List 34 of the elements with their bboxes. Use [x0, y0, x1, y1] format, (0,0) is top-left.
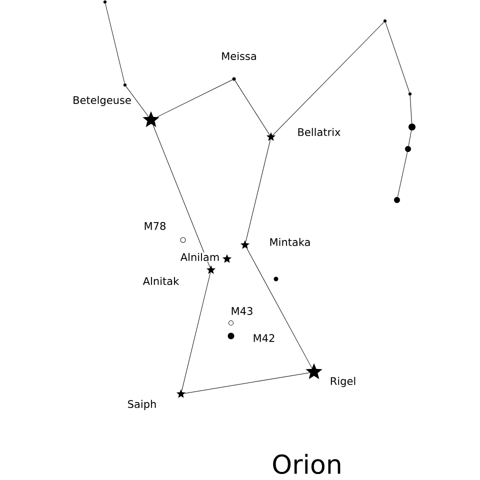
constellation-line: [410, 96, 412, 124]
star-name: Saiph: [128, 400, 156, 410]
title: Orion: [273, 454, 340, 474]
star-name: Bellatrix: [298, 128, 340, 136]
constellation-line: [234, 80, 270, 136]
star-symbol: [206, 265, 216, 274]
star-name: M78: [144, 222, 166, 230]
star-symbol: [222, 254, 232, 263]
constellation-line: [152, 125, 210, 268]
star-name: Mintaka: [270, 238, 310, 246]
star-name: Rigel: [330, 376, 356, 388]
constellation-line: [105, 4, 125, 84]
star-name: M42: [254, 334, 274, 342]
constellation-line: [156, 80, 232, 118]
constellation-line: [397, 152, 408, 198]
constellation-line: [385, 22, 410, 93]
star-name: M43: [232, 307, 252, 315]
star-dot: [408, 124, 416, 130]
star-name: Alnilam: [180, 252, 219, 262]
star-symbol: [142, 111, 160, 128]
star-name: Alnitak: [142, 276, 180, 286]
constellation-line: [246, 248, 312, 368]
constellation-line: [182, 272, 211, 391]
constellation-line: [184, 372, 310, 394]
star-symbol: [240, 240, 250, 249]
star-symbol: [176, 389, 186, 398]
constellation-line: [272, 22, 384, 136]
star-symbol: [266, 132, 276, 141]
constellation-line: [126, 86, 149, 117]
constellation-line: [408, 130, 412, 146]
star-symbol: [306, 363, 322, 380]
constellation-line: [246, 140, 271, 242]
star-name: Meissa: [222, 52, 256, 60]
star-name: Betelgeuse: [74, 96, 131, 106]
